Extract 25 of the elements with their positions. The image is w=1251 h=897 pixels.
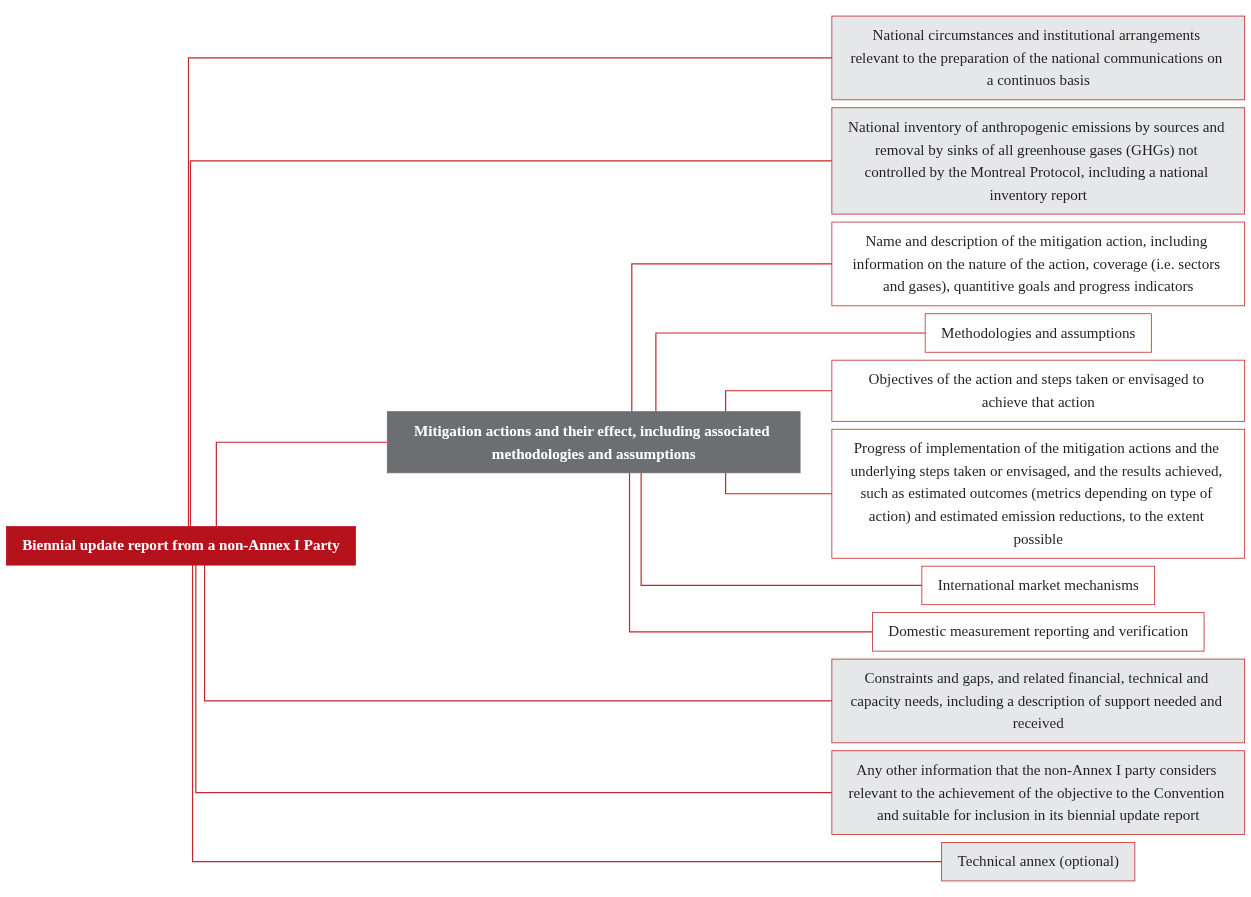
node-box: Any other information that the non-Annex I party considers relevant to the achievement of the objective to the Convention and suitable for inclusion in its biennial update report [831,750,1246,835]
node-box: Name and description of the mitigation action, including information on the nature of the action, coverage (i.e. sectors and gases), quantitive goals and progress indicators [831,221,1246,307]
node-box: Biennial update report from a non-Annex I Party [5,526,356,566]
node-box: Objectives of the action and steps taken or envisaged to achieve that action [831,359,1246,422]
connector [189,160,833,528]
connector [640,472,923,587]
node-box: National circumstances and institutional arrangements relevant to the preparation of the national communications on a continuos basis [831,15,1246,101]
connector [631,263,833,413]
node-box: Technical annex (optional) [941,842,1136,882]
connector [215,441,388,528]
connector [204,564,833,702]
connector [725,390,833,413]
connector [187,57,833,528]
connector [725,472,833,495]
node-box: Mitigation actions and their effect, including associated methodologies and assumptions [386,411,801,474]
node-box: Methodologies and assumptions [924,313,1152,353]
connector [655,332,926,413]
node-box: Progress of implementation of the mitigation actions and the underlying steps taken or envisaged, and the results achieved, such as estimated outcomes (metrics depending on type of action) and estimated emission reductions, to the extent possible [831,428,1246,559]
node-box: International market mechanisms [921,565,1156,606]
node-box: National inventory of anthropogenic emissions by sources and removal by sinks of all greenhouse gases (GHGs) not controlled by the Montreal Protocol, including a national inventory report [831,107,1246,215]
connector [195,564,833,794]
node-box: Domestic measurement reporting and verification [872,612,1205,652]
node-box: Constraints and gaps, and related financial, technical and capacity needs, including a description of support needed and received [831,658,1246,744]
connector [191,564,943,863]
connector [628,472,874,633]
